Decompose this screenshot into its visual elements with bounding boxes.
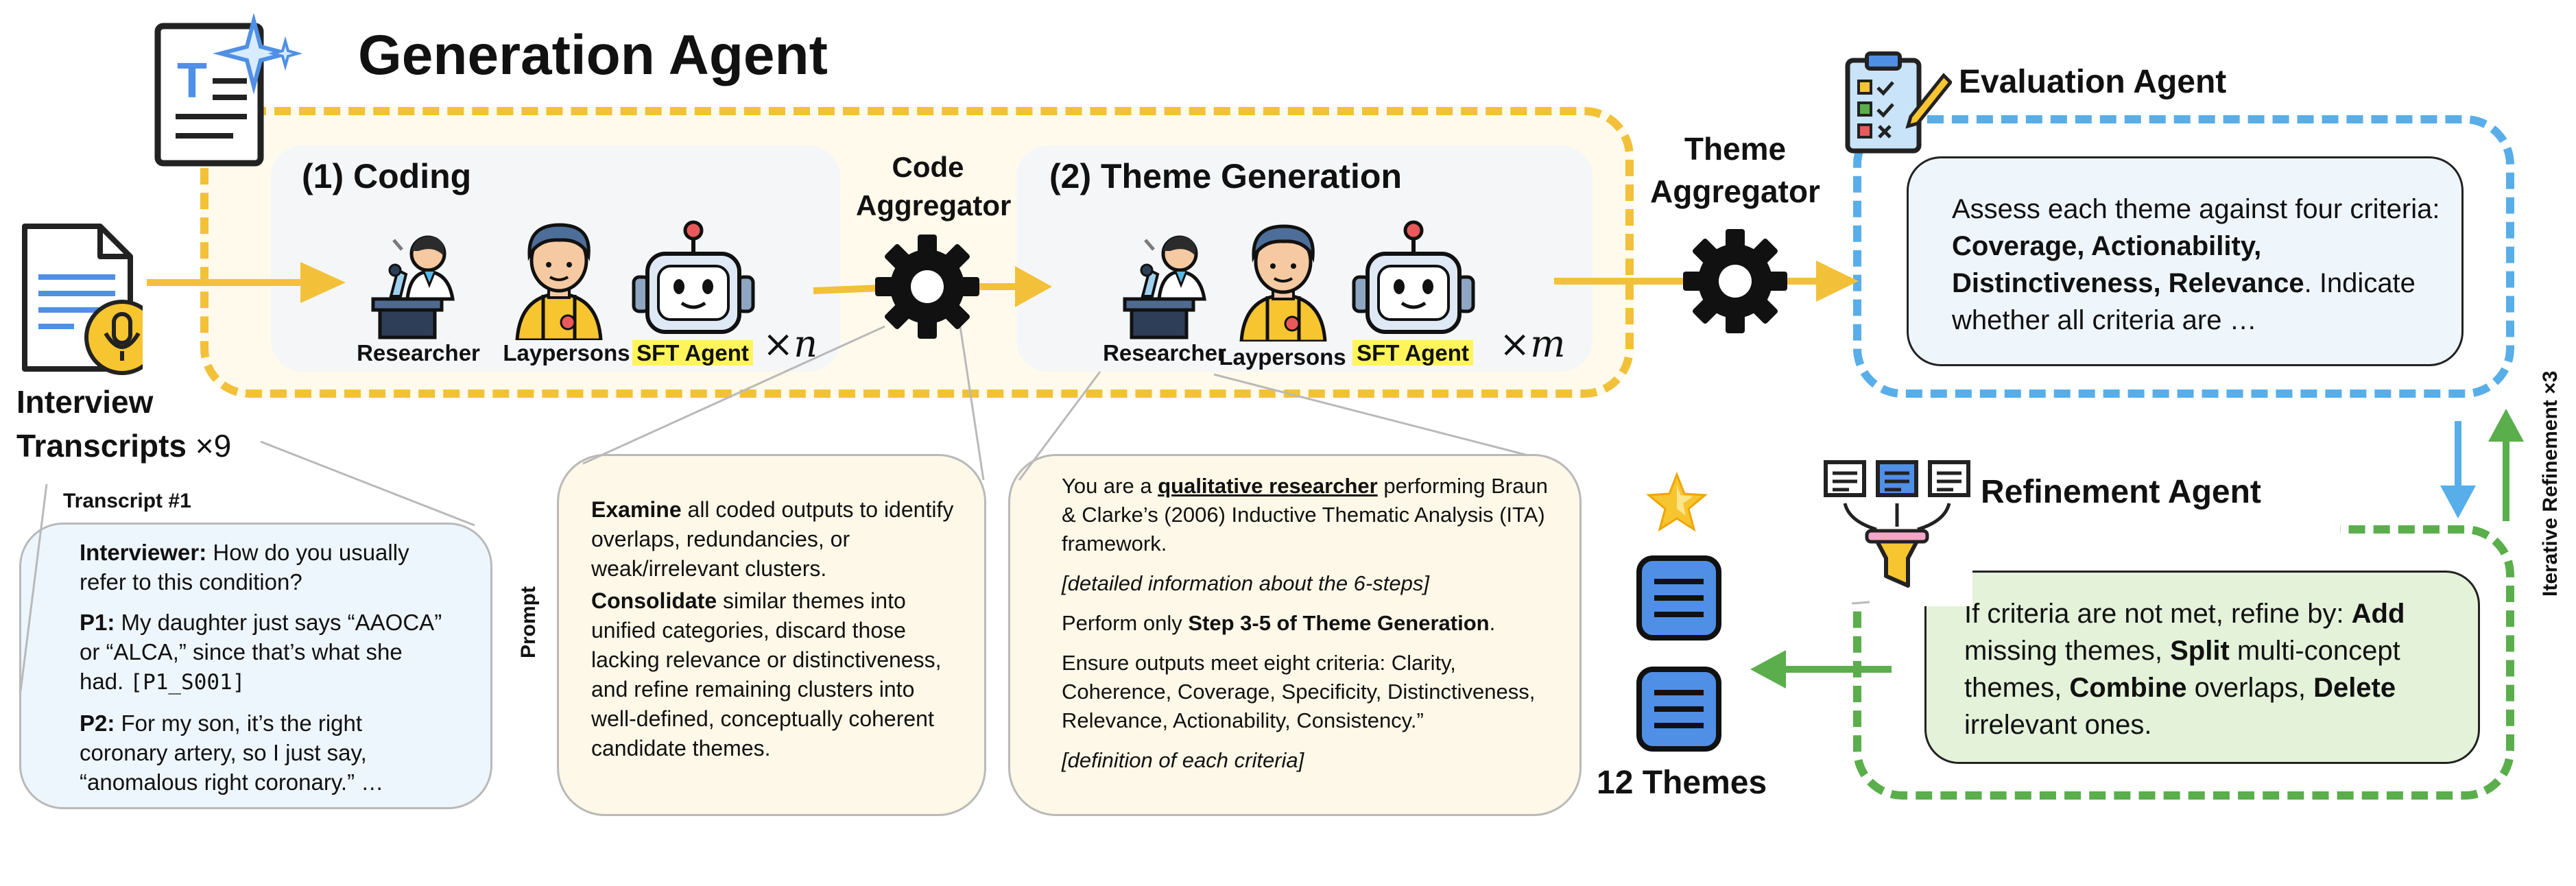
researcher-label: Researcher — [357, 340, 480, 366]
document-sparkle-icon: T — [154, 14, 302, 167]
themes-count-label: 12 Themes — [1597, 765, 1767, 801]
refinement-agent-title: Refinement Agent — [1981, 474, 2261, 510]
refinement-text: If criteria are not met, refine by: Add … — [1964, 599, 2405, 740]
evaluation-text-panel — [1907, 156, 2464, 366]
arrowhead-up — [2488, 409, 2524, 442]
evaluation-text: Assess each theme against four criteria:… — [1952, 194, 2440, 335]
transcript-turns: Interviewer: How do you usually refer to… — [80, 538, 450, 808]
robot-icon — [1352, 220, 1475, 334]
theme-document-icon — [1636, 555, 1721, 640]
coding-title: (1) Coding — [302, 157, 472, 195]
arrowhead-left — [1750, 650, 1786, 689]
transcript-card — [19, 523, 492, 809]
theme-generation-prompt-card — [1008, 454, 1582, 816]
theme-multiplier: ×m — [1499, 322, 1566, 366]
researcher-icon — [371, 235, 455, 339]
star-icon — [1646, 472, 1708, 532]
prompt-label: Prompt — [517, 586, 540, 658]
transcripts-count: ×9 — [195, 428, 232, 464]
arrowhead-evaluation — [1816, 261, 1859, 302]
theme-generation-prompt-text: You are a qualitative researcher perform… — [1062, 474, 1548, 772]
refinement-text-panel — [1924, 571, 2480, 764]
transcript-document-icon — [22, 224, 143, 375]
sft-agent-label: SFT Agent — [1344, 340, 1481, 366]
transcript-turn: P2: For my son, it’s the right coronary … — [80, 710, 384, 795]
researcher-icon — [1123, 235, 1206, 339]
evaluation-agent-title: Evaluation Agent — [1959, 64, 2227, 100]
sft-agent-label: SFT Agent — [624, 340, 761, 366]
svg-text:T: T — [177, 53, 207, 108]
theme-document-icon — [1636, 667, 1721, 752]
turn-code: [P1_S001] — [130, 670, 246, 695]
iterative-refinement-label: Iterative Refinement ×3 — [2539, 370, 2562, 597]
code-aggregator-prompt-text: Examine all coded outputs to identify ov… — [591, 497, 954, 761]
refinement-funnel-icon — [1822, 460, 1972, 606]
refinement-title-bg — [1956, 466, 2340, 535]
interview-transcripts-label: Interview Transcripts ×9 — [16, 384, 232, 464]
layperson-icon — [515, 223, 603, 340]
transcript-card-title: Transcript #1 — [63, 490, 191, 512]
clipboard-checklist-icon — [1845, 51, 1952, 154]
coding-multiplier: ×n — [763, 322, 818, 366]
theme-generation-title: (2) Theme Generation — [1049, 157, 1402, 195]
theme-aggregator-label: Theme Aggregator — [1650, 131, 1820, 209]
robot-icon — [632, 220, 755, 334]
generation-agent-title: Generation Agent — [358, 24, 828, 86]
transcript-turn: Interviewer: How do you usually refer to… — [80, 540, 409, 595]
transcript-turn: P1: My daughter just says “AAOCA” or “AL… — [80, 610, 442, 695]
laypersons-label: Laypersons — [1219, 344, 1346, 370]
layperson-icon — [1239, 224, 1327, 342]
researcher-label: Researcher — [1103, 340, 1226, 366]
code-aggregator-label: Code Aggregator — [856, 151, 1012, 222]
theme-aggregator-gear-icon — [1683, 229, 1787, 333]
arrowhead-down — [2440, 486, 2476, 518]
laypersons-label: Laypersons — [503, 340, 630, 366]
